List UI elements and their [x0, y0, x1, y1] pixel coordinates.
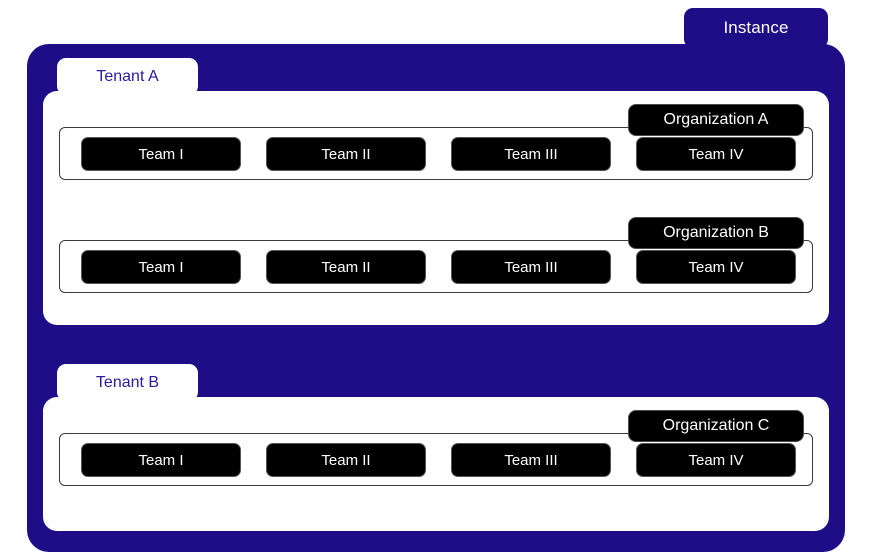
team-box[interactable]: Team III: [451, 443, 611, 477]
organization-a-label: Organization A: [628, 104, 804, 136]
team-box[interactable]: Team III: [451, 250, 611, 284]
organization-b-team-row: Team I Team II Team III Team IV: [59, 240, 813, 293]
team-box[interactable]: Team IV: [636, 137, 796, 171]
tenant-a-card: Organization A Team I Team II Team III T…: [43, 91, 829, 325]
tenant-b-card: Organization C Team I Team II Team III T…: [43, 397, 829, 531]
tenant-a-label: Tenant A: [57, 58, 198, 95]
team-box[interactable]: Team II: [266, 137, 426, 171]
team-box[interactable]: Team IV: [636, 250, 796, 284]
team-box[interactable]: Team II: [266, 443, 426, 477]
team-box[interactable]: Team II: [266, 250, 426, 284]
organization-c-label: Organization C: [628, 410, 804, 442]
team-box[interactable]: Team I: [81, 250, 241, 284]
tenant-b-label: Tenant B: [57, 364, 198, 401]
team-box[interactable]: Team III: [451, 137, 611, 171]
organization-a-team-row: Team I Team II Team III Team IV: [59, 127, 813, 180]
organization-b-label: Organization B: [628, 217, 804, 249]
team-box[interactable]: Team I: [81, 443, 241, 477]
team-box[interactable]: Team I: [81, 137, 241, 171]
instance-label: Instance: [684, 8, 828, 48]
team-box[interactable]: Team IV: [636, 443, 796, 477]
